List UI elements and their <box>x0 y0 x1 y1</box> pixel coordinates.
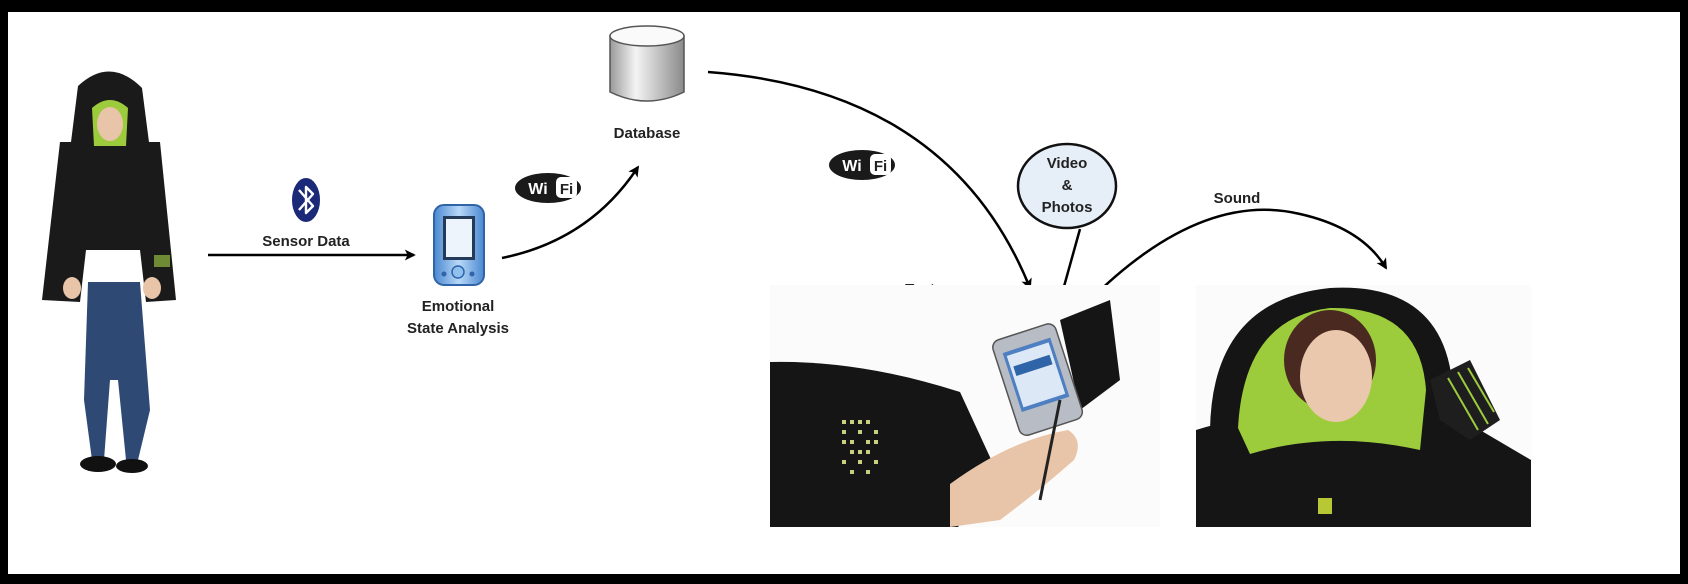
diagram-frame <box>2 6 1686 580</box>
bluetooth-icon <box>292 178 320 222</box>
pda-icon <box>433 204 485 286</box>
wifi-logo-icon: Wi Fi <box>515 173 581 203</box>
wifi-wi-text: Wi <box>528 181 547 198</box>
ampersand-label: & <box>1062 177 1073 194</box>
photo-sleeve-and-handheld <box>770 285 1160 527</box>
state-analysis-label: State Analysis <box>407 320 509 337</box>
emotional-label: Emotional <box>422 298 495 315</box>
wifi-wi-text-2: Wi <box>842 158 861 175</box>
photos-label: Photos <box>1042 199 1093 216</box>
person-wearing-hooded-jacket <box>42 71 176 473</box>
photo-hooded-woman <box>1196 285 1531 527</box>
sound-label: Sound <box>1214 190 1261 207</box>
sensor-data-label: Sensor Data <box>262 233 350 250</box>
led-matrix <box>842 420 878 474</box>
arrow-analysis-to-database <box>501 165 640 260</box>
wifi-fi-text: Fi <box>560 181 573 198</box>
arrow-database-to-device <box>707 70 1032 290</box>
video-label: Video <box>1047 155 1088 172</box>
arrow-device-to-hood <box>1087 208 1388 303</box>
wifi-fi-text-2: Fi <box>874 158 887 175</box>
database-label: Database <box>614 125 681 142</box>
video-photos-bubble <box>1016 142 1118 230</box>
database-cylinder-icon <box>609 25 685 102</box>
wifi-logo-icon-2: Wi Fi <box>829 150 895 180</box>
